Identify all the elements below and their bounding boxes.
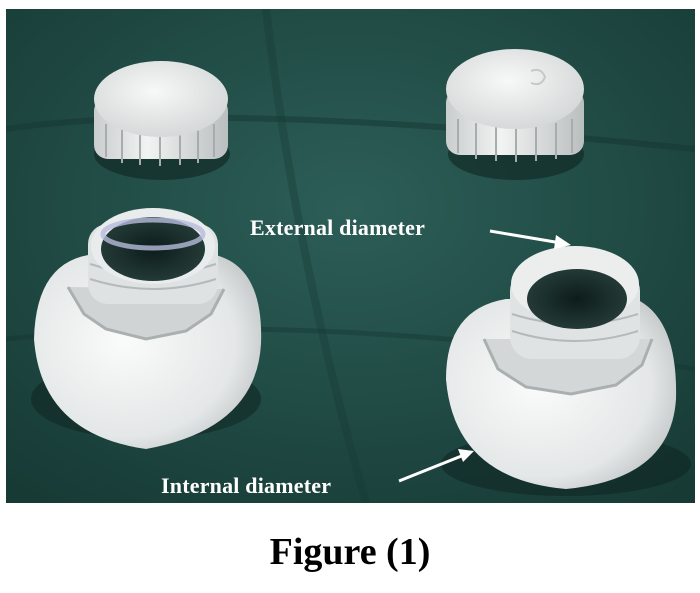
cap-right [446, 49, 584, 180]
cap-left [94, 61, 230, 180]
external-diameter-label: External diameter [250, 215, 426, 240]
bottle-top-left [31, 208, 262, 449]
arrow-external-icon [489, 229, 571, 249]
bottle-photo-illustration [6, 9, 695, 503]
bottle-top-right [441, 246, 691, 496]
photo [6, 9, 695, 503]
internal-diameter-label: Internal diameter [161, 473, 332, 498]
figure-caption: Figure (1) [269, 531, 431, 573]
arrow-internal-icon [398, 449, 474, 483]
